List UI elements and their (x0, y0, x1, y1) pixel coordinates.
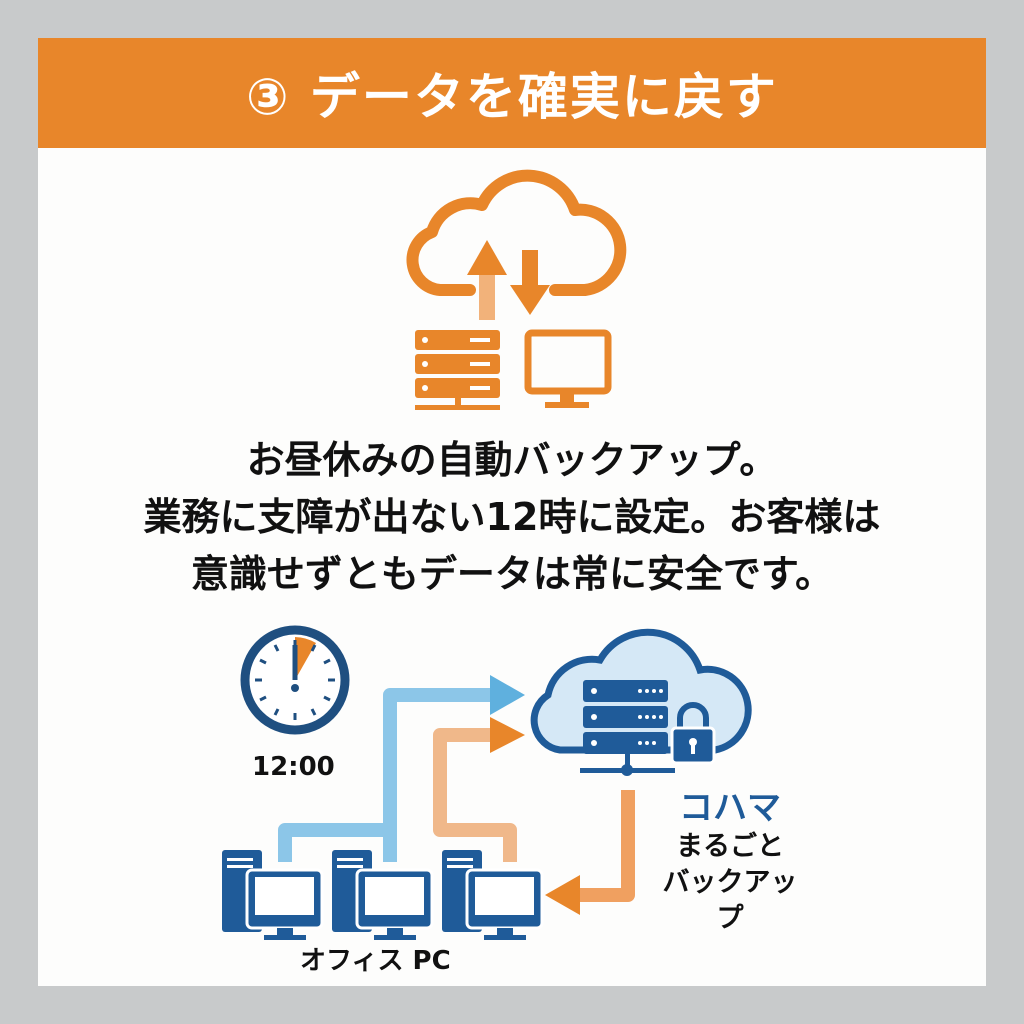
header-title: ③ データを確実に戻す (246, 68, 778, 126)
office-pc-1 (222, 850, 324, 940)
orange-arrowhead (490, 717, 525, 753)
brand-sub-1: まるごと (676, 831, 784, 862)
download-arrow-icon (510, 250, 550, 315)
restore-flow (545, 790, 635, 915)
lock-icon (670, 702, 716, 765)
cloud-sync-icon (406, 169, 627, 296)
office-pc-label: オフィス PC (300, 946, 451, 976)
brand-sub-2: バックアップ (662, 867, 798, 934)
office-pc-3 (442, 850, 544, 940)
description-line: 業務に支障が出ない12時に設定。お客様は (143, 495, 881, 539)
brand-name: コハマ (679, 788, 781, 828)
header-banner: ③ データを確実に戻す (38, 38, 986, 148)
cloud-server-icon (530, 628, 752, 776)
time-label: 12:00 (252, 752, 335, 782)
monitor-icon (524, 329, 612, 408)
description-line: 意識せずともデータは常に安全です。 (190, 552, 834, 596)
description-line: お昼休みの自動バックアップ。 (246, 438, 778, 482)
clock-icon (240, 625, 350, 735)
blue-arrowhead (490, 675, 525, 715)
server-icon (415, 330, 500, 410)
description: お昼休みの自動バックアップ。 業務に支障が出ない12時に設定。お客様は 意識せず… (38, 432, 986, 603)
brand-block: コハマ まるごと バックアップ (650, 780, 810, 937)
office-pc-2 (332, 850, 434, 940)
upload-flow-blue (278, 688, 495, 862)
upload-arrow-icon (467, 240, 507, 320)
upload-flow-orange (433, 728, 517, 862)
